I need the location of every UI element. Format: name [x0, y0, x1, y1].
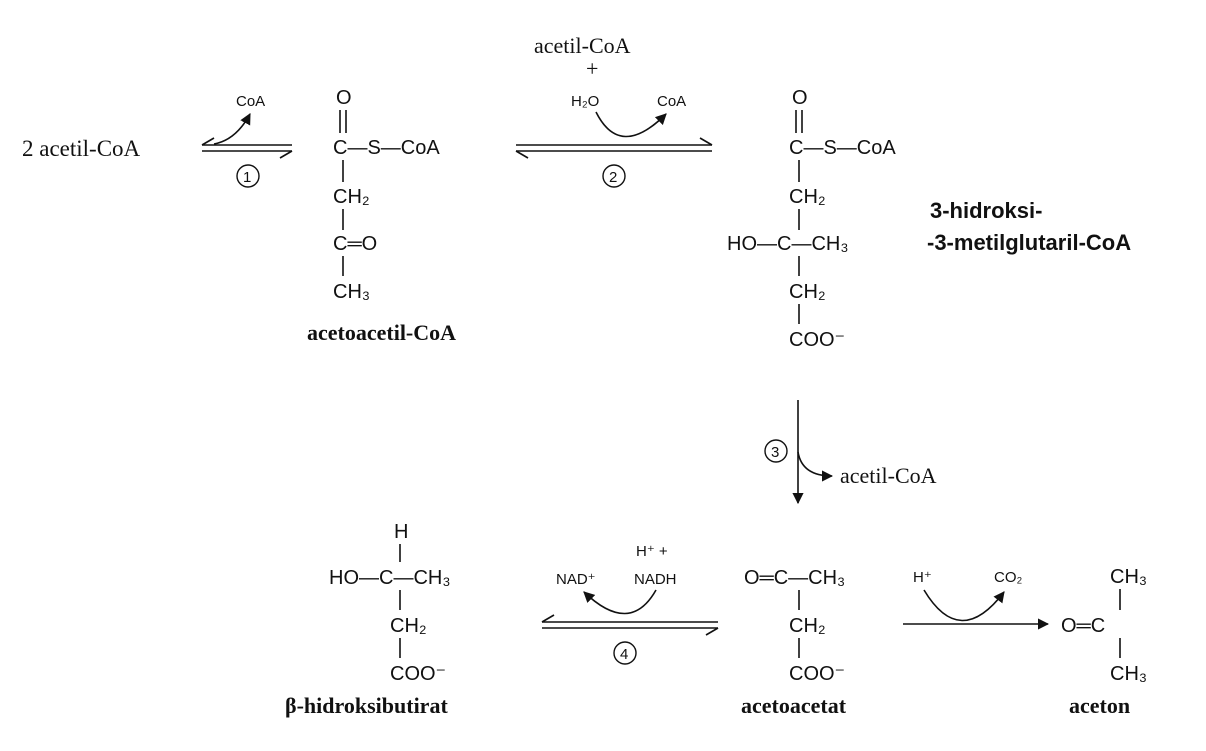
step-1-circle — [236, 164, 260, 188]
svg-text:CH₂: CH₂ — [333, 186, 370, 208]
acetoacetil-coa-name: acetoacetil-CoA — [307, 320, 456, 345]
equilibrium-arrow-2 — [515, 137, 713, 159]
nad-curve-arrow-4 — [583, 589, 657, 615]
step-1-number: 1 — [243, 169, 251, 186]
svg-text:O: O — [792, 87, 808, 109]
acetoacetat-name: acetoacetat — [741, 693, 847, 718]
acetil-coa-release-curve-arrow-3 — [797, 451, 834, 482]
svg-text:O═C—CH₃: O═C—CH₃ — [744, 567, 845, 589]
start-reactant-label: 2 acetil-CoA — [22, 136, 141, 161]
step-2-number: 2 — [609, 169, 617, 186]
coa-label-1: CoA — [236, 93, 265, 110]
molecule-aceton: CH₃ O═C CH₃ — [1061, 566, 1147, 685]
svg-text:O: O — [336, 87, 352, 109]
step-4-circle — [613, 641, 637, 665]
svg-text:O═C: O═C — [1061, 615, 1105, 637]
svg-text:CH₃: CH₃ — [1110, 566, 1147, 588]
coa-label-2: CoA — [657, 93, 686, 110]
svg-text:C—S—CoA: C—S—CoA — [789, 137, 896, 159]
svg-text:CH₂: CH₂ — [789, 186, 826, 208]
svg-text:HO—C—CH₃: HO—C—CH₃ — [329, 567, 450, 589]
hmg-coa-name-line2: -3-metilglutaril-CoA — [927, 230, 1131, 255]
molecule-beta-hidroksibutirat: H HO—C—CH₃ CH₂ COO⁻ — [329, 521, 450, 685]
svg-text:CH₂: CH₂ — [789, 281, 826, 303]
acetil-coa-label-3: acetil-CoA — [840, 463, 937, 488]
equilibrium-arrow-1 — [201, 137, 293, 159]
step-4-number: 4 — [620, 646, 628, 663]
plus-label-2: + — [586, 56, 598, 81]
nadh-label: NADH — [634, 571, 677, 588]
h-plus-label-5: H⁺ — [913, 569, 932, 586]
svg-text:CH₃: CH₃ — [1110, 663, 1147, 685]
svg-text:C═O: C═O — [333, 233, 377, 255]
step-3-circle — [764, 439, 788, 463]
molecule-hmg-coa: O C—S—CoA CH₂ HO—C—CH₃ CH₂ COO⁻ — [727, 87, 896, 351]
molecule-acetoacetat: O═C—CH₃ CH₂ COO⁻ — [744, 567, 845, 685]
beta-hidroksibutirat-name: β-hidroksibutirat — [285, 693, 448, 718]
h2o-label-2: H₂O — [571, 93, 599, 110]
svg-text:C—S—CoA: C—S—CoA — [333, 137, 440, 159]
svg-text:COO⁻: COO⁻ — [789, 329, 845, 351]
svg-text:COO⁻: COO⁻ — [390, 663, 446, 685]
coa-release-curve-arrow-1 — [213, 113, 251, 145]
svg-text:CH₂: CH₂ — [390, 615, 427, 637]
acetil-coa-label-2: acetil-CoA — [534, 33, 631, 58]
svg-text:COO⁻: COO⁻ — [789, 663, 845, 685]
molecule-acetoacetil-coa: O C—S—CoA CH₂ C═O CH₃ — [333, 87, 440, 303]
svg-text:H: H — [394, 521, 408, 543]
aceton-name: aceton — [1069, 693, 1130, 718]
co2-label: CO₂ — [994, 569, 1023, 586]
hmg-coa-name-line1: 3-hidroksi- — [930, 198, 1042, 223]
svg-text:HO—C—CH₃: HO—C—CH₃ — [727, 233, 848, 255]
step-2-circle — [602, 164, 626, 188]
co2-release-curve-arrow — [923, 589, 1005, 622]
h-plus-label-4: H⁺ + — [636, 543, 668, 560]
svg-text:CH₃: CH₃ — [333, 281, 370, 303]
step-3-number: 3 — [771, 444, 779, 461]
svg-text:CH₂: CH₂ — [789, 615, 826, 637]
h2o-coa-curve-arrow-2 — [595, 111, 667, 138]
equilibrium-arrow-4 — [541, 614, 719, 636]
nad-label: NAD⁺ — [556, 571, 596, 588]
